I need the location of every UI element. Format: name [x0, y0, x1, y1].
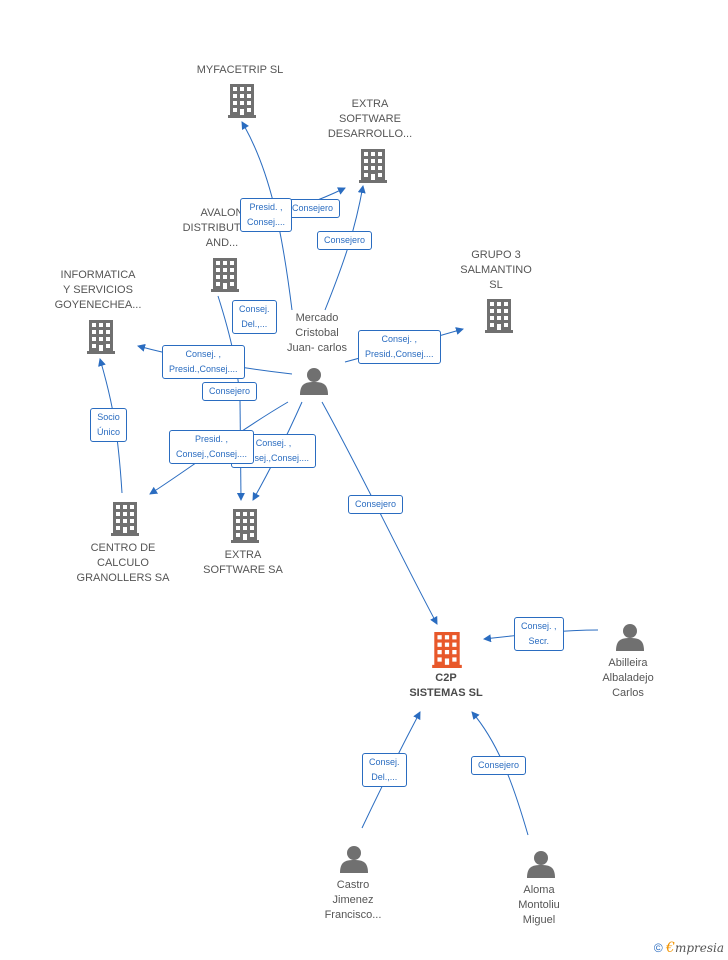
label-line: Consej.,Consej....	[238, 453, 310, 463]
edge-label-grupo3[interactable]: Consej. , Presid.,Consej....	[358, 330, 441, 364]
label-line: Único	[97, 427, 121, 437]
label-line: CALCULO	[97, 557, 149, 569]
edge-label-abilleira[interactable]: Consej. , Secr.	[514, 617, 564, 651]
node-label-c2p[interactable]: C2P SISTEMAS SL	[381, 671, 511, 701]
label-line: GRANOLLERS SA	[76, 572, 170, 584]
label-line: AND...	[205, 237, 239, 249]
label-line: MYFACETRIP SL	[196, 64, 284, 76]
node-label-extra-sa[interactable]: EXTRA SOFTWARE SA	[178, 548, 308, 578]
label-line: INFORMATICA	[60, 269, 136, 281]
label-line: SL	[489, 279, 503, 291]
edge-label-informatica[interactable]: Consej. , Presid.,Consej....	[162, 345, 245, 379]
label-line: Presid. ,	[195, 434, 229, 444]
edge-mercado-c2p	[321, 401, 438, 625]
label-line: Miguel	[522, 914, 556, 926]
grupo3-building-icon[interactable]	[485, 299, 513, 333]
aloma-person-icon[interactable]	[527, 851, 555, 878]
label-line: Presid.,Consej....	[365, 349, 434, 359]
label-line: Consej.	[239, 304, 270, 314]
label-line: CENTRO DE	[90, 542, 156, 554]
edge-label-c2p-mercado[interactable]: Consejero	[348, 495, 404, 514]
label-line: Presid.,Consej....	[169, 364, 238, 374]
label-line: EXTRA	[224, 549, 262, 561]
c2p-building-icon[interactable]	[432, 632, 462, 668]
edge-label-avalon[interactable]: Consej. Del.,...	[232, 300, 277, 334]
label-line: Jimenez	[332, 894, 374, 906]
label-line: Del.,...	[241, 319, 268, 329]
copyright-symbol: ©	[653, 941, 663, 955]
edge-label-myfacetrip[interactable]: Presid. , Consej....	[240, 198, 293, 232]
label-line: AVALON	[200, 207, 244, 219]
edge-label-consejero-mid[interactable]: Consejero	[202, 382, 258, 401]
label-line: Francisco...	[324, 909, 382, 921]
label-line: Consej.	[369, 757, 400, 767]
node-label-grupo3[interactable]: GRUPO 3 SALMANTINO SL	[431, 248, 561, 293]
label-line: SOFTWARE SA	[203, 564, 283, 576]
label-line: SISTEMAS SL	[409, 687, 483, 699]
label-line: Presid. ,	[249, 202, 283, 212]
informatica-building-icon[interactable]	[87, 320, 115, 354]
logo-letter-e: €	[666, 940, 675, 956]
label-line: Consej.,Consej....	[176, 449, 248, 459]
logo-text: mpresia	[674, 941, 724, 955]
edge-label-extra-desarrollo[interactable]: Consejero	[317, 231, 373, 250]
avalon-building-icon[interactable]	[211, 258, 239, 292]
extra-sa-building-icon[interactable]	[231, 509, 259, 543]
label-line: Abilleira	[608, 657, 648, 669]
label-line: SALMANTINO	[460, 264, 532, 276]
label-line: Consejero	[478, 760, 520, 770]
label-line: Consej. ,	[185, 349, 222, 359]
label-line: Consejero	[292, 203, 334, 213]
castro-person-icon[interactable]	[340, 846, 368, 873]
label-line: DESARROLLO...	[327, 128, 413, 140]
label-line: Mercado	[295, 312, 339, 324]
label-line: Consejero	[324, 235, 366, 245]
label-line: Carlos	[612, 687, 644, 699]
label-line: Aloma	[523, 884, 555, 896]
label-line: SOFTWARE	[339, 113, 401, 125]
label-line: Castro	[336, 879, 370, 891]
myfacetrip-building-icon[interactable]	[228, 84, 256, 118]
node-label-extra-desarrollo[interactable]: EXTRA SOFTWARE DESARROLLO...	[305, 97, 435, 142]
node-label-centro-calculo[interactable]: CENTRO DE CALCULO GRANOLLERS SA	[58, 541, 188, 586]
label-line: GRUPO 3	[471, 249, 521, 261]
label-line: Socio	[97, 412, 120, 422]
label-line: Consejero	[355, 499, 397, 509]
abilleira-person-icon[interactable]	[616, 624, 644, 651]
node-label-informatica[interactable]: INFORMATICA Y SERVICIOS GOYENECHEA...	[33, 268, 163, 313]
label-line: EXTRA	[351, 98, 389, 110]
label-line: Cristobal	[295, 327, 339, 339]
label-line: Consejero	[209, 386, 251, 396]
label-line: Consej....	[247, 217, 286, 227]
label-line: Consej. ,	[521, 621, 557, 631]
edge-label-aloma[interactable]: Consejero	[471, 756, 527, 775]
label-line: Albaladejo	[602, 672, 654, 684]
extra-desarrollo-building-icon[interactable]	[359, 149, 387, 183]
label-line: Y SERVICIOS	[63, 284, 133, 296]
edge-label-extra-desarrollo-top[interactable]: Consejero	[285, 199, 341, 218]
label-line: GOYENECHEA...	[54, 299, 142, 311]
node-label-myfacetrip[interactable]: MYFACETRIP SL	[175, 63, 305, 78]
label-line: Consej. ,	[255, 438, 292, 448]
label-line: Consej. ,	[381, 334, 418, 344]
mercado-person-icon[interactable]	[300, 368, 328, 395]
label-line: C2P	[435, 672, 457, 684]
edge-label-centro[interactable]: Presid. , Consej.,Consej....	[169, 430, 255, 464]
empresia-logo[interactable]: © €mpresia	[654, 940, 724, 956]
label-line: Del.,...	[371, 772, 398, 782]
label-line: Secr.	[528, 636, 550, 646]
label-line: Montoliu	[518, 899, 560, 911]
centro-calculo-building-icon[interactable]	[111, 502, 139, 536]
edge-label-castro[interactable]: Consej. Del.,...	[362, 753, 407, 787]
label-line: Juan- carlos	[287, 342, 347, 354]
